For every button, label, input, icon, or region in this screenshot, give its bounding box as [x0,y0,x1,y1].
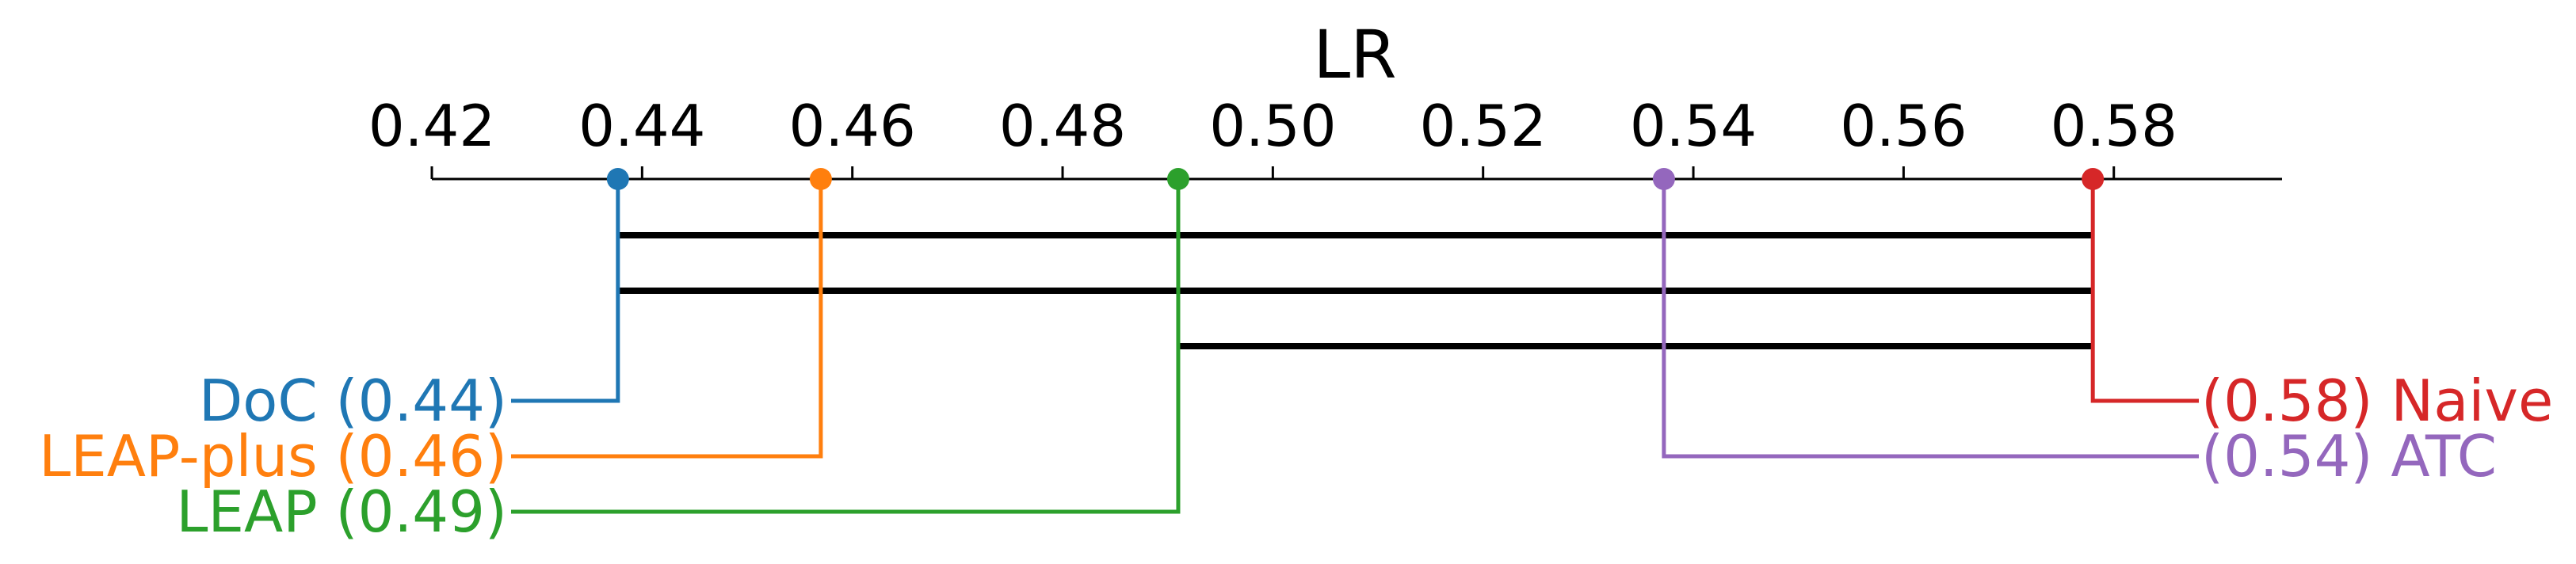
method-marker [2082,168,2105,190]
method-connector [511,179,823,459]
method-label: DoC (0.44) [199,368,507,434]
method-marker [809,168,832,190]
method-connectors [511,179,2199,514]
method-marker [1652,168,1675,190]
tick-label: 0.46 [789,93,916,159]
tick-label: 0.48 [999,93,1126,159]
method-label: LEAP-plus (0.46) [39,423,507,490]
tick-label: 0.58 [2051,93,2177,159]
method-marker [606,168,629,190]
tick-label: 0.44 [578,93,705,159]
tick-label: 0.42 [368,93,495,159]
x-axis: 0.42 0.44 0.46 0.48 0.50 0.52 0.54 0.56 0.58 [368,93,2282,181]
method-markers [606,168,2105,190]
method-connector [2090,179,2199,403]
method-label: (0.54) ATC [2201,423,2497,490]
method-connector [511,179,1181,514]
method-labels: DoC (0.44)LEAP-plus (0.46)LEAP (0.49) (0.… [39,368,2553,545]
tick-label: 0.56 [1840,93,1967,159]
tick-label: 0.52 [1420,93,1547,159]
tick-label: 0.54 [1630,93,1757,159]
method-marker [1166,168,1189,190]
chart-title: LR [1313,16,1396,93]
method-connector [511,179,620,403]
method-label: (0.58) Naive [2201,368,2553,434]
clique-bars [617,232,2093,349]
method-connector [1662,179,2199,459]
tick-label: 0.50 [1209,93,1336,159]
method-label: LEAP (0.49) [176,478,507,545]
